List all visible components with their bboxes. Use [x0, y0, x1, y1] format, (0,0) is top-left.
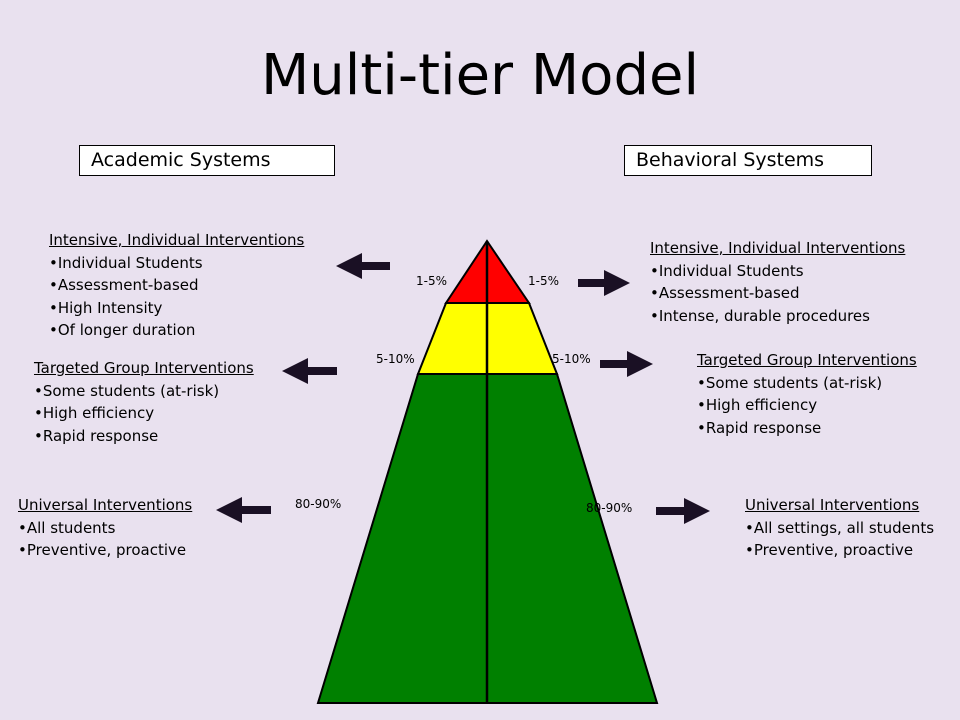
academic-targeted-block: Targeted Group Interventions Some studen… [34, 357, 254, 447]
behavioral-intensive-block: Intensive, Individual Interventions Indi… [650, 237, 905, 327]
academic-percent-universal: 80-90% [295, 497, 342, 511]
behavioral-percent-universal: 80-90% [586, 501, 633, 515]
academic-universal-heading: Universal Interventions [18, 496, 193, 514]
behavioral-percent-targeted: 5-10% [552, 352, 591, 366]
academic-intensive-block: Intensive, Individual Interventions Indi… [49, 229, 304, 342]
academic-targeted-heading: Targeted Group Interventions [34, 359, 254, 377]
list-item: Assessment-based [49, 274, 304, 297]
list-item: High efficiency [697, 394, 917, 417]
academic-universal-block: Universal Interventions All students Pre… [18, 494, 192, 562]
academic-percent-targeted: 5-10% [376, 352, 415, 366]
arrow-right-targeted-icon [600, 351, 653, 377]
academic-percent-intensive: 1-5% [416, 274, 448, 288]
list-item: Preventive, proactive [18, 539, 192, 562]
behavioral-percent-intensive: 1-5% [528, 274, 560, 288]
behavioral-systems-label: Behavioral Systems [624, 145, 872, 176]
arrow-left-intensive-icon [336, 253, 390, 279]
list-item: High Intensity [49, 297, 304, 320]
arrow-right-intensive-icon [578, 270, 630, 296]
list-item: Rapid response [697, 417, 917, 440]
academic-intensive-heading: Intensive, Individual Interventions [49, 231, 305, 249]
list-item: Rapid response [34, 425, 254, 448]
list-item: Preventive, proactive [745, 539, 934, 562]
academic-systems-label: Academic Systems [79, 145, 335, 176]
behavioral-targeted-block: Targeted Group Interventions Some studen… [697, 349, 917, 439]
arrow-left-universal-icon [216, 497, 271, 523]
behavioral-intensive-heading: Intensive, Individual Interventions [650, 239, 906, 257]
list-item: Individual Students [650, 260, 905, 283]
list-item: Some students (at-risk) [697, 372, 917, 395]
list-item: All settings, all students [745, 517, 934, 540]
list-item: Individual Students [49, 252, 304, 275]
behavioral-universal-heading: Universal Interventions [745, 496, 920, 514]
list-item: All students [18, 517, 192, 540]
page-title: Multi-tier Model [260, 43, 700, 108]
behavioral-targeted-heading: Targeted Group Interventions [697, 351, 917, 369]
list-item: Assessment-based [650, 282, 905, 305]
list-item: Intense, durable procedures [650, 305, 905, 328]
list-item: Of longer duration [49, 319, 304, 342]
arrow-left-targeted-icon [282, 358, 337, 384]
list-item: Some students (at-risk) [34, 380, 254, 403]
arrow-right-universal-icon [656, 498, 710, 524]
list-item: High efficiency [34, 402, 254, 425]
behavioral-universal-block: Universal Interventions All settings, al… [745, 494, 934, 562]
